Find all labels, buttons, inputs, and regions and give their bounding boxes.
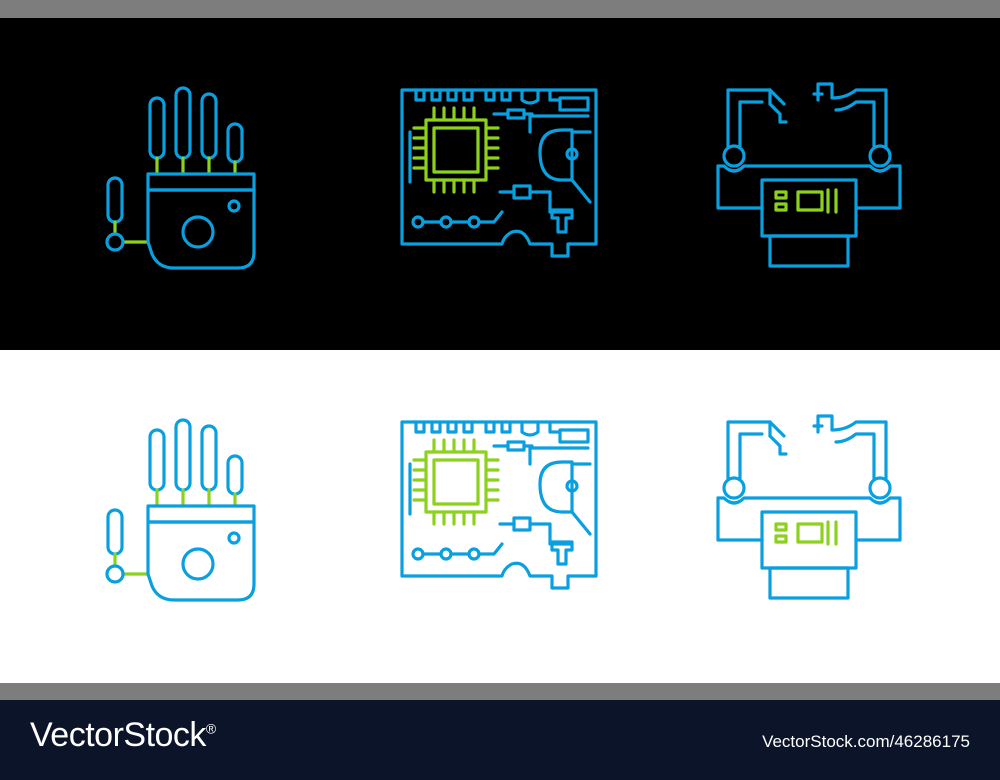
dark-panel <box>0 18 1000 350</box>
robotic-hand-icon <box>98 406 318 626</box>
brand-name: VectorStock <box>30 716 206 754</box>
robotic-hand-icon <box>98 74 318 294</box>
top-frame <box>0 0 1000 18</box>
stock-image-id: VectorStock.com/46286175 <box>762 732 970 751</box>
light-panel <box>0 350 1000 683</box>
industrial-machine-icon <box>706 402 926 622</box>
footer-bar: VectorStock® VectorStock.com/46286175 <box>0 700 1000 780</box>
bottom-frame <box>0 683 1000 700</box>
circuit-board-icon <box>390 72 610 292</box>
circuit-board-icon <box>390 404 610 624</box>
trademark-mark: ® <box>205 720 216 737</box>
vectorstock-logo[interactable]: VectorStock® <box>30 716 216 755</box>
industrial-machine-icon <box>706 70 926 290</box>
